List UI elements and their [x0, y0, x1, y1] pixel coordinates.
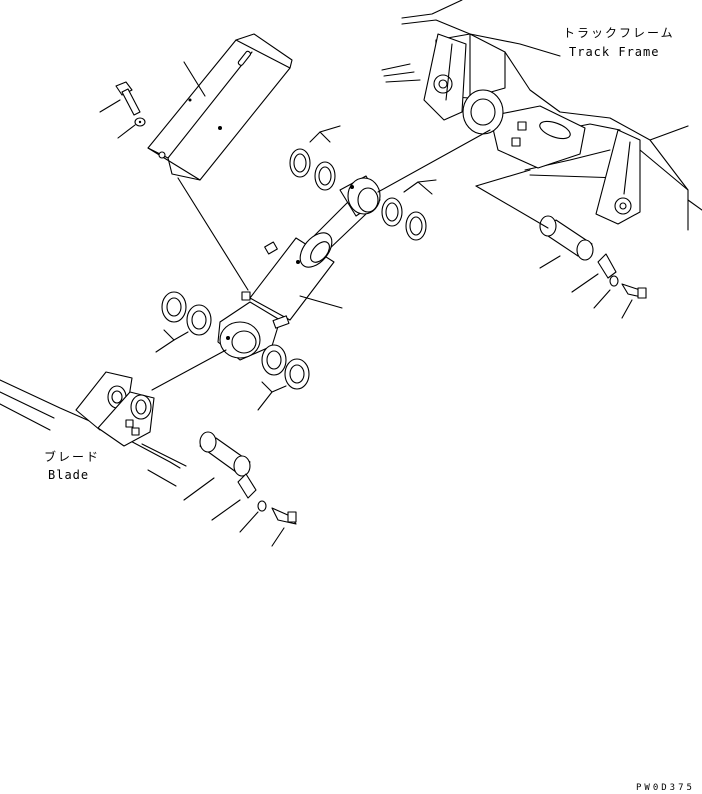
washer-blade-side [240, 501, 266, 532]
blade-label: ブレード Blade [44, 449, 100, 482]
track-frame-label: トラックフレーム Track Frame [563, 26, 675, 59]
track-frame [382, 0, 702, 230]
bolt-frame-side [622, 284, 646, 318]
washer-cover [118, 118, 145, 138]
lock-plate-frame-side [572, 254, 616, 292]
shim-pair-upper-left [290, 126, 340, 190]
pin-frame-side [540, 216, 593, 268]
leader-lines [152, 130, 548, 390]
lock-plate-blade-side [212, 474, 256, 520]
drawing-code: PW0D375 [636, 783, 695, 793]
shim-pair-lower-right [258, 345, 309, 410]
blade-label-jp: ブレード [44, 449, 100, 464]
washer-frame-side [594, 276, 618, 308]
cover-plate [148, 34, 292, 180]
blade [0, 372, 186, 486]
hydraulic-cylinder [218, 176, 380, 360]
track-frame-label-en: Track Frame [569, 45, 659, 59]
hex-bolt-cover [100, 82, 140, 115]
bolt-blade-side [272, 508, 296, 546]
shim-pair-upper-right [382, 180, 436, 240]
track-frame-label-jp: トラックフレーム [563, 26, 675, 40]
pin-blade-side [184, 432, 250, 500]
shim-pair-lower-left [156, 292, 211, 352]
blade-label-en: Blade [48, 468, 89, 482]
